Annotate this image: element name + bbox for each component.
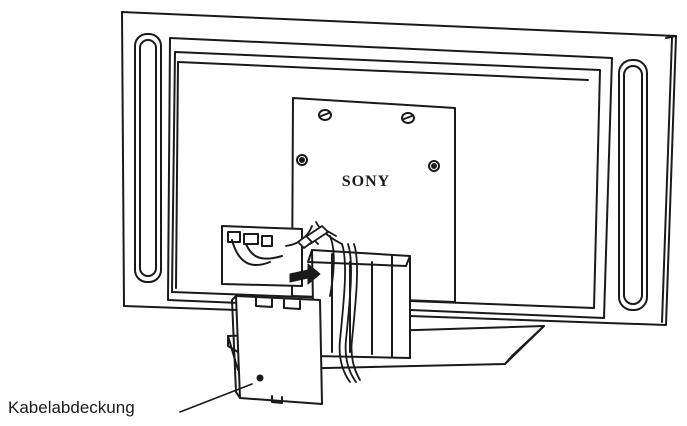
right-speaker-grille — [618, 59, 648, 311]
brand-logo: SONY — [342, 173, 390, 190]
connector-area — [221, 225, 303, 287]
left-speaker-grille — [134, 33, 162, 283]
callout-label: Kabelabdeckung — [8, 398, 135, 417]
cable-bundle — [285, 221, 361, 383]
cable-cover — [231, 295, 323, 405]
stand-neck — [307, 249, 411, 359]
callout-leader-line — [179, 383, 253, 413]
arrow-icon — [289, 263, 321, 285]
